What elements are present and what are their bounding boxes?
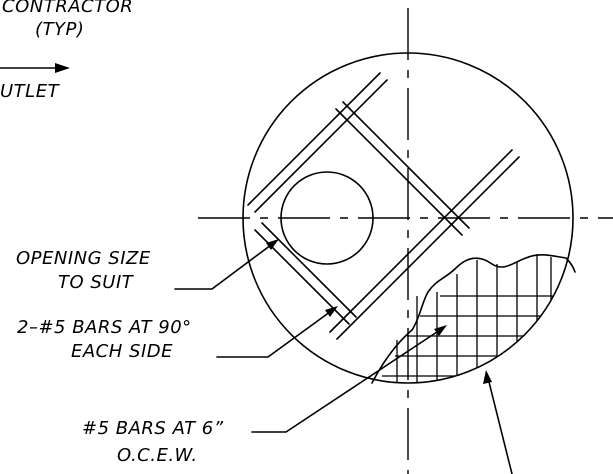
bars-at-90-label-line1: 2–#5 BARS AT 90° (17, 317, 192, 338)
bars-at-6-label-line2: O.C.E.W. (117, 445, 198, 466)
contractor-note-line2: (TYP) (35, 19, 84, 40)
leader-opening-size (174, 239, 279, 290)
leader-bottom (483, 370, 513, 474)
diagonal-bars-at-90 (247, 72, 520, 340)
leader-bars-at-6 (251, 325, 447, 433)
bars-at-6-label-line1: #5 BARS AT 6” (82, 418, 224, 439)
outlet-label: UTLET (0, 81, 61, 102)
opening-size-label-line2: TO SUIT (58, 272, 135, 293)
leader-bars-at-90 (216, 306, 338, 358)
opening-size-label-line1: OPENING SIZE (16, 248, 151, 269)
bars-at-90-label-line2: EACH SIDE (71, 341, 173, 362)
contractor-note-line1: CONTRACTOR (2, 0, 133, 17)
outlet-arrow (0, 63, 70, 73)
opening-circle (280, 171, 374, 265)
